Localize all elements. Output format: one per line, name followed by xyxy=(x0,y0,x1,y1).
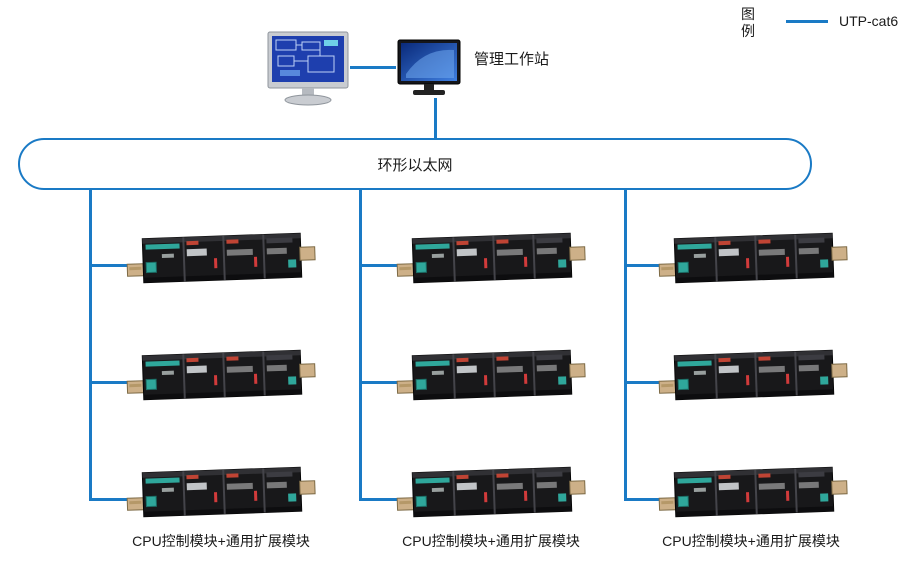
plc-module-graphic xyxy=(657,342,849,409)
plc-module-graphic xyxy=(395,342,587,409)
branch-line xyxy=(624,381,661,384)
legend-item-utp-cat6: UTP-cat6 xyxy=(839,13,899,29)
branch-line xyxy=(359,264,399,267)
legend-title: 图例 xyxy=(741,6,755,39)
plc-module xyxy=(657,225,849,292)
utp-cat6-cable-swatch xyxy=(786,20,828,23)
workstation-link-line xyxy=(350,66,396,69)
plc-module-graphic xyxy=(395,459,587,526)
plc-module-graphic xyxy=(395,225,587,292)
plc-module xyxy=(657,459,849,526)
branch-line xyxy=(89,381,129,384)
workstation-pc-monitor-icon xyxy=(267,31,349,106)
workstation-label: 管理工作站 xyxy=(474,51,550,68)
branch-line xyxy=(359,498,399,501)
branch-line xyxy=(359,381,399,384)
ring-ethernet-label: 环形以太网 xyxy=(377,156,453,174)
plc-module xyxy=(395,342,587,409)
plc-module-graphic xyxy=(125,225,317,292)
column-3-label: CPU控制模块+通用扩展模块 xyxy=(662,533,840,549)
plc-module xyxy=(657,342,849,409)
plc-module-graphic xyxy=(657,459,849,526)
trunk-line-1 xyxy=(89,188,92,501)
branch-line xyxy=(624,498,661,501)
workstation-display-icon xyxy=(397,39,461,95)
branch-line xyxy=(89,264,129,267)
branch-line xyxy=(624,264,661,267)
branch-line xyxy=(89,498,129,501)
trunk-line-2 xyxy=(359,188,362,501)
plc-module xyxy=(125,225,317,292)
plc-module-graphic xyxy=(657,225,849,292)
plc-module xyxy=(125,342,317,409)
column-1-label: CPU控制模块+通用扩展模块 xyxy=(132,533,310,549)
plc-module xyxy=(395,459,587,526)
workstation-to-ring-line xyxy=(434,98,437,140)
plc-module-graphic xyxy=(125,342,317,409)
plc-module-graphic xyxy=(125,459,317,526)
column-2-label: CPU控制模块+通用扩展模块 xyxy=(402,533,580,549)
plc-module xyxy=(395,225,587,292)
plc-module xyxy=(125,459,317,526)
trunk-line-3 xyxy=(624,188,627,501)
ring-ethernet-shape: 环形以太网 xyxy=(18,138,812,190)
